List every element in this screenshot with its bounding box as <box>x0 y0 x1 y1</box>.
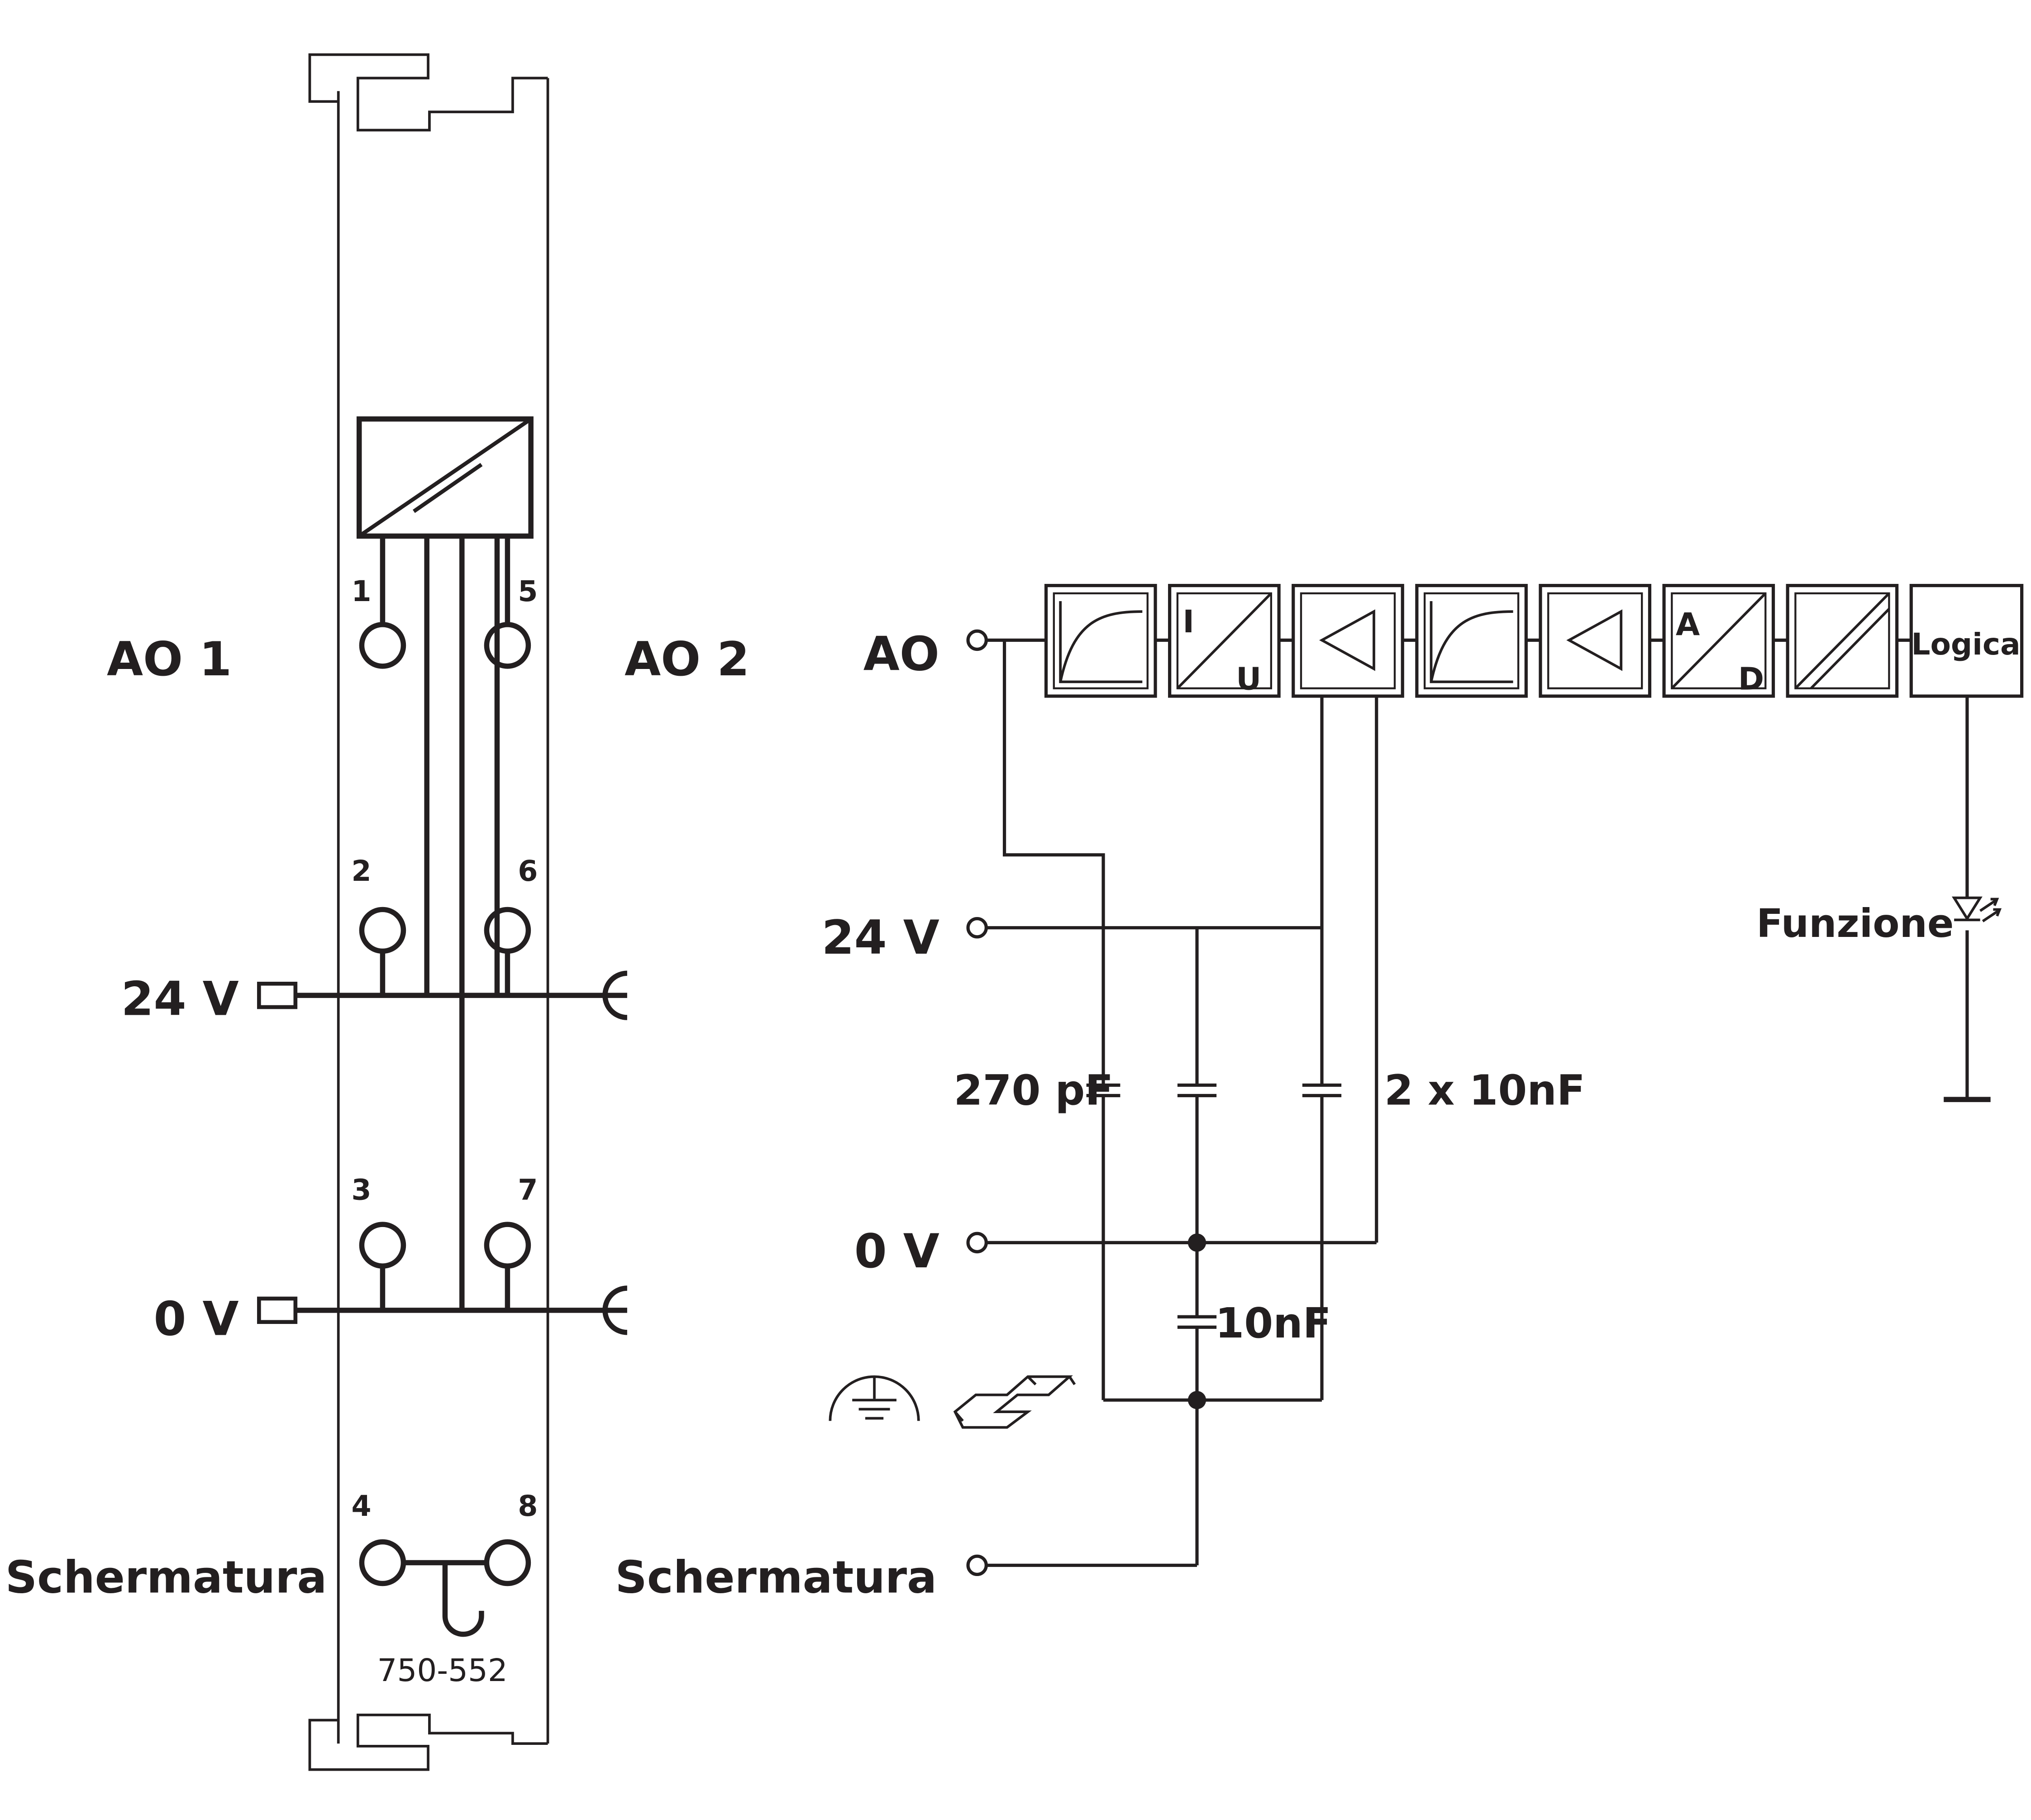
din-rail-icon <box>953 1375 1076 1429</box>
ad-analog-label: A <box>1676 607 1700 643</box>
led-function-label: Funzione <box>1756 901 1954 946</box>
terminal-number-6: 6 <box>518 854 538 888</box>
terminal-number-1: 1 <box>351 574 371 608</box>
amplifier-block <box>1539 584 1652 698</box>
schematic-ground-label: 0 V <box>854 1224 939 1279</box>
terminal-6 <box>484 907 531 954</box>
junction-dot <box>1187 1233 1206 1252</box>
junction-dot <box>1187 1391 1206 1409</box>
capacitor-270pf-symbol <box>1086 1083 1120 1098</box>
status-led-icon <box>1951 896 2002 922</box>
terminal-2 <box>359 907 406 954</box>
ground-terminal-right <box>602 1285 628 1335</box>
protective-earth-icon <box>829 1375 920 1421</box>
filter-block <box>1044 584 1157 698</box>
terminal-7 <box>484 1222 531 1269</box>
capacitor-10nf-ground-symbol <box>1177 1315 1217 1329</box>
capacitor-10nf-a-symbol <box>1177 1083 1217 1098</box>
terminal-3 <box>359 1222 406 1269</box>
channel-label-ao2: AO 2 <box>625 632 749 687</box>
schematic-ao-terminal <box>966 629 988 651</box>
iu-output-label: U <box>1236 661 1261 697</box>
ad-converter-block: A D <box>1662 584 1775 698</box>
ground-terminal-left <box>257 1296 298 1324</box>
amplifier-block <box>1292 584 1404 698</box>
logic-block: Logica <box>1909 584 2024 698</box>
terminals <box>359 622 531 1586</box>
terminal-4 <box>359 1539 406 1586</box>
terminal-1 <box>359 622 406 669</box>
terminal-number-5: 5 <box>518 574 538 608</box>
filter-block <box>1415 584 1528 698</box>
terminal-5 <box>484 622 531 669</box>
capacitor-10nf-label: 10nF <box>1215 1299 1331 1347</box>
schematic-supply-label: 24 V <box>822 911 939 965</box>
schematic: I U <box>615 584 2024 1604</box>
terminal-8 <box>484 1539 531 1586</box>
signal-chain: I U <box>1044 584 2024 698</box>
module-drawing: 1 5 2 6 3 7 4 8 AO 1 AO 2 24 V 0 V Scher… <box>5 53 749 1771</box>
terminal-number-2: 2 <box>351 854 371 888</box>
module-supply-label: 24 V <box>121 972 239 1026</box>
module-housing <box>308 53 549 1771</box>
channel-label-ao1: AO 1 <box>107 632 232 687</box>
terminal-number-8: 8 <box>518 1489 538 1523</box>
iu-input-label: I <box>1182 604 1194 640</box>
logic-label: Logica <box>1911 627 2020 662</box>
terminal-number-4: 4 <box>351 1489 371 1523</box>
part-number: 750-552 <box>377 1653 508 1689</box>
schematic-shield-terminal <box>966 1554 988 1576</box>
module-ground-label: 0 V <box>153 1292 238 1346</box>
current-voltage-converter-block: I U <box>1168 584 1281 698</box>
terminal-number-7: 7 <box>518 1173 538 1207</box>
isolation-block <box>1786 584 1899 698</box>
capacitor-2x10nf-label: 2 x 10nF <box>1384 1066 1585 1115</box>
supply-terminal-left <box>257 981 298 1009</box>
schematic-shield-label: Schermatura <box>615 1552 937 1604</box>
module-shield-label: Schermatura <box>5 1552 327 1604</box>
side-connectors <box>257 970 628 1335</box>
converter-box <box>356 416 534 539</box>
schematic-24v-terminal <box>966 917 988 939</box>
capacitor-270pf-label: 270 pF <box>954 1066 1113 1115</box>
module-wiring <box>294 536 627 1637</box>
terminal-number-3: 3 <box>351 1173 371 1207</box>
schematic-0v-terminal <box>966 1232 988 1254</box>
capacitor-10nf-b-symbol <box>1302 1083 1342 1098</box>
schematic-ao-label: AO <box>863 627 939 681</box>
supply-terminal-right <box>602 970 628 1020</box>
ad-digital-label: D <box>1738 661 1764 697</box>
